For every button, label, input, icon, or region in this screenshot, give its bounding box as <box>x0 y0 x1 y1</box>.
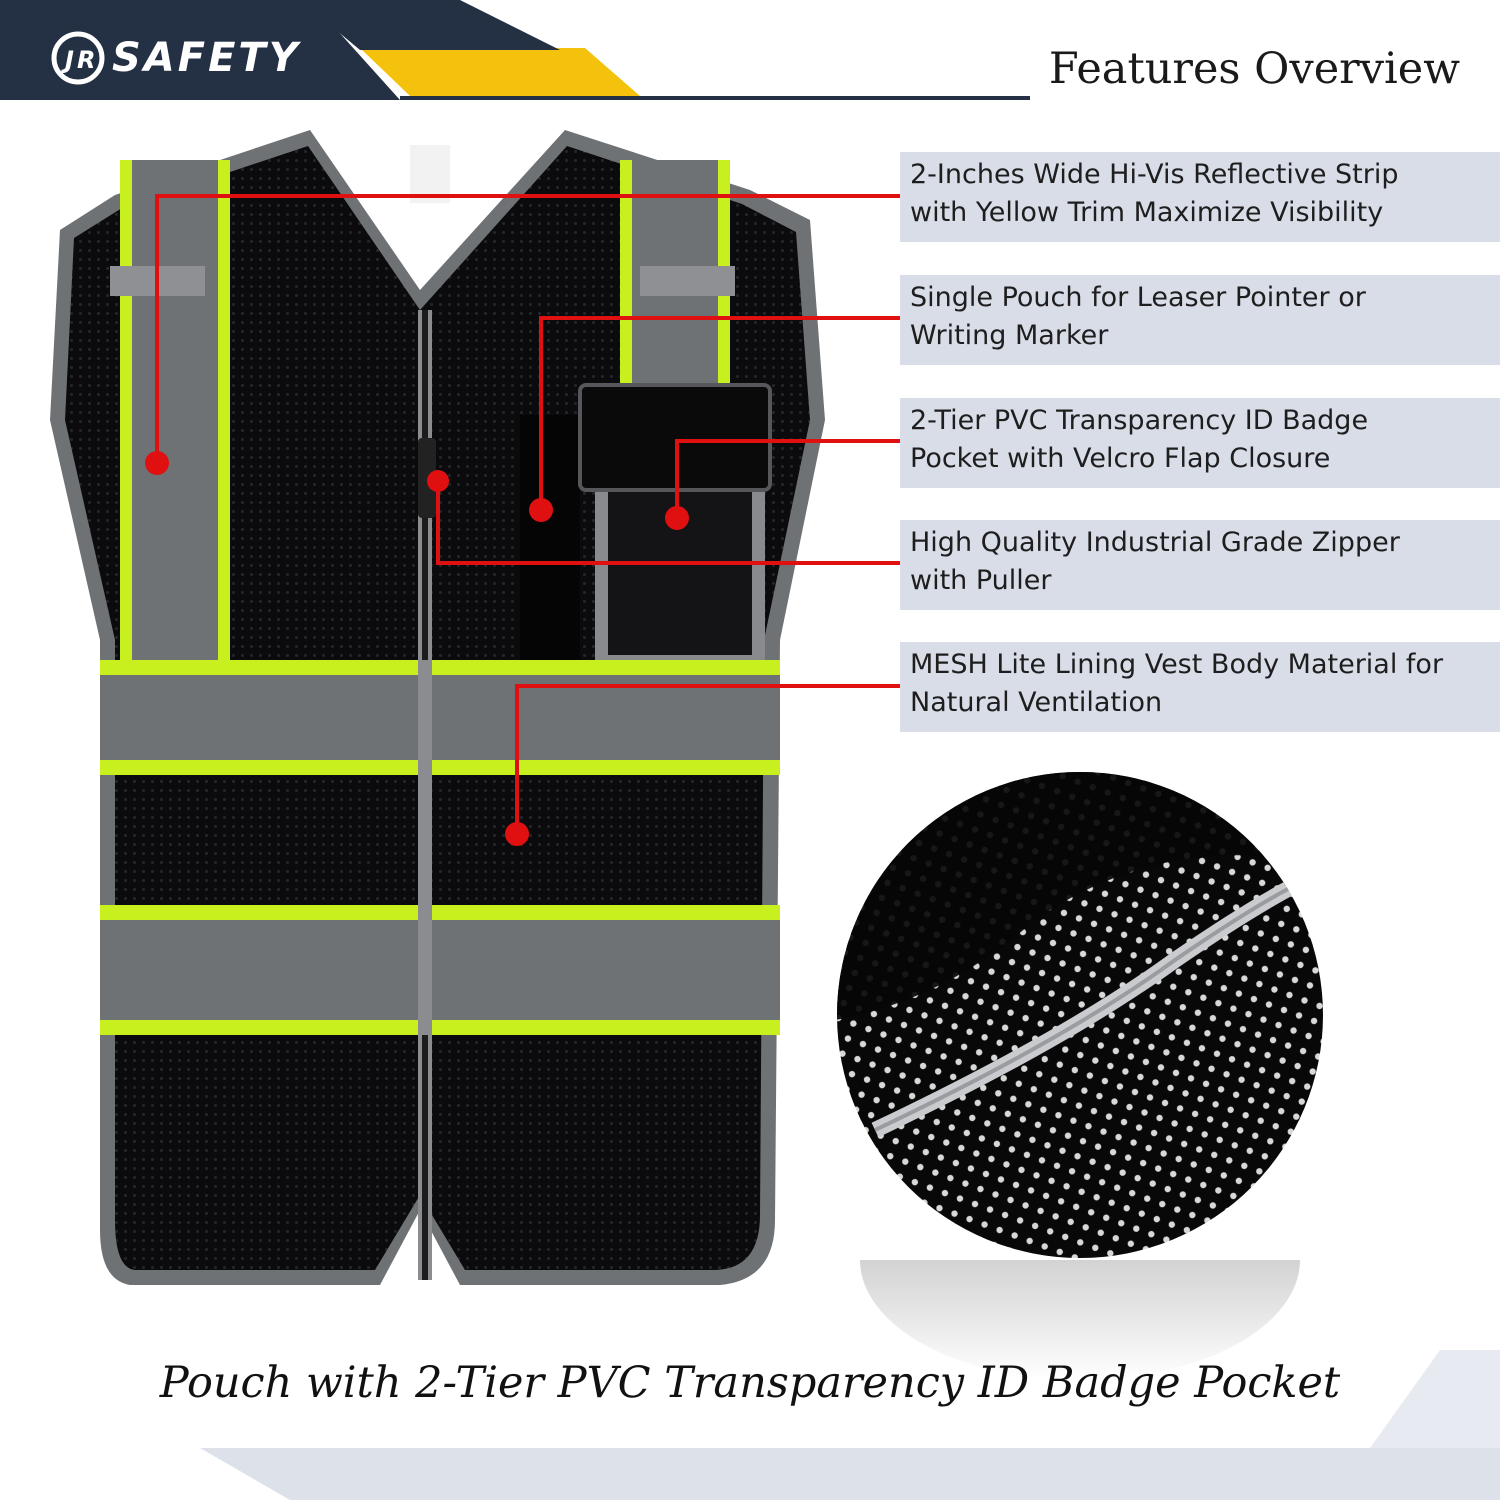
feature-box-reflective: 2-Inches Wide Hi-Vis Reflective Strip wi… <box>900 152 1500 242</box>
page-title: Features Overview <box>1048 44 1460 94</box>
left-shoulder-tab <box>110 266 205 296</box>
header-banner: J R SAFETY Features Overview <box>0 0 1500 110</box>
feature-text-line: Natural Ventilation <box>910 687 1163 718</box>
feature-text-line: High Quality Industrial Grade Zipper <box>910 527 1400 558</box>
feature-text-line: Single Pouch for Leaser Pointer or <box>910 282 1366 313</box>
neck-label <box>410 145 450 203</box>
header-yellow-stripe <box>360 48 640 96</box>
header-underline <box>400 96 1030 100</box>
upper-band-reflective <box>100 675 780 760</box>
feature-box-mesh: MESH Lite Lining Vest Body Material for … <box>900 642 1500 732</box>
feature-box-zipper: High Quality Industrial Grade Zipper wit… <box>900 520 1500 610</box>
pen-pouch <box>520 415 580 665</box>
feature-text-line: 2-Inches Wide Hi-Vis Reflective Strip <box>910 159 1399 190</box>
feature-text-line: 2-Tier PVC Transparency ID Badge <box>910 405 1369 436</box>
svg-text:R: R <box>77 46 95 74</box>
right-shoulder-tab <box>640 266 735 296</box>
footer-band <box>200 1350 1500 1500</box>
left-strap-reflective <box>132 160 218 660</box>
safety-vest-illustration <box>50 130 825 1285</box>
brand-logo: J R SAFETY <box>50 30 301 86</box>
feature-text-line: with Yellow Trim Maximize Visibility <box>910 197 1384 228</box>
header-graphic <box>0 0 1030 100</box>
zipper-puller <box>418 438 436 518</box>
feature-text-line: with Puller <box>910 565 1052 596</box>
feature-box-pouch: Single Pouch for Leaser Pointer or Writi… <box>900 275 1500 365</box>
badge-pocket-window <box>608 485 752 655</box>
feature-box-badge: 2-Tier PVC Transparency ID Badge Pocket … <box>900 398 1500 488</box>
feature-text-line: Writing Marker <box>910 320 1109 351</box>
footer-corner-accent <box>1370 1350 1500 1448</box>
svg-text:J: J <box>61 46 74 74</box>
header-navy-panel <box>0 0 400 100</box>
feature-text-line: Pocket with Velcro Flap Closure <box>910 443 1331 474</box>
mesh-closeup-reflection <box>860 1260 1300 1380</box>
zipper-over-bands <box>418 660 432 1035</box>
logo-text: SAFETY <box>112 35 301 81</box>
feature-text-line: MESH Lite Lining Vest Body Material for <box>910 649 1444 680</box>
product-caption: Pouch with 2-Tier PVC Transparency ID Ba… <box>159 1358 1341 1408</box>
lower-band-reflective <box>100 920 780 1020</box>
mesh-closeup-image <box>837 772 1323 1258</box>
logo-mark-icon: J R <box>51 31 105 85</box>
header-navy-slant <box>300 0 560 50</box>
badge-pocket-flap <box>578 383 772 492</box>
footer-stripe <box>200 1448 1500 1500</box>
